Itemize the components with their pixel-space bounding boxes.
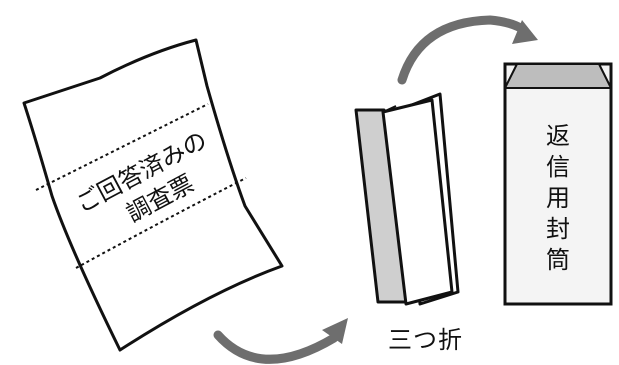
envelope-char-1: 返 [546, 122, 570, 150]
fold-line-lower [75, 177, 247, 269]
fold-label: 三つ折 [388, 326, 463, 354]
folded-paper [354, 92, 460, 306]
questionnaire-sheet: ご回答済みの 調査票 [22, 38, 284, 352]
curved-arrow-icon [213, 318, 348, 364]
envelope-char-5: 筒 [546, 246, 570, 274]
fold-line-upper [35, 103, 209, 191]
envelope-char-4: 封 [546, 215, 570, 243]
curved-arrow-icon [397, 15, 538, 85]
return-envelope: 返 信 用 封 筒 [503, 62, 613, 306]
envelope-char-2: 信 [546, 153, 570, 181]
envelope-char-3: 用 [546, 184, 570, 212]
envelope-flap [504, 63, 612, 89]
